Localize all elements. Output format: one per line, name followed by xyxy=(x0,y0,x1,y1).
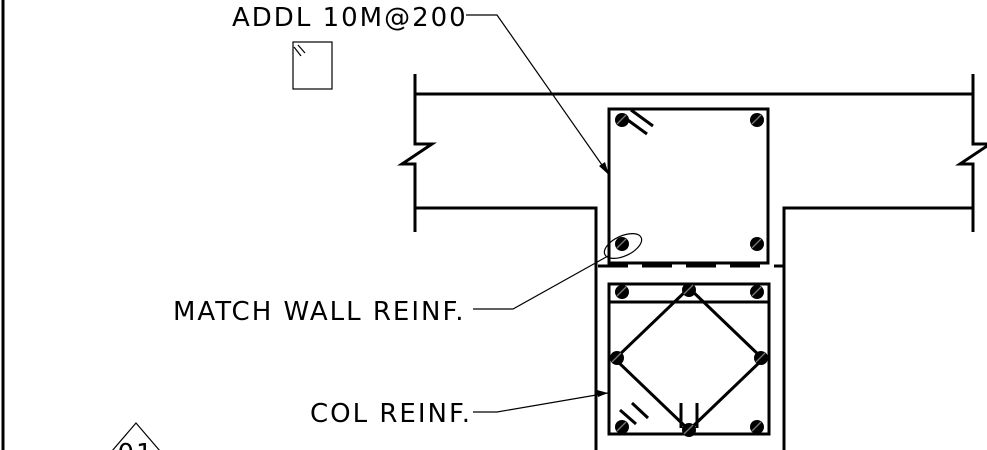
note-symbol xyxy=(292,41,333,90)
addl-reinf-label: ADDL 10M@200 xyxy=(232,3,468,33)
callout-ellipse xyxy=(603,233,643,259)
slab-break-left xyxy=(397,74,437,232)
col-reinf-leader xyxy=(473,392,609,413)
col-tie-outer xyxy=(607,282,771,436)
rebar-markers xyxy=(611,114,766,435)
addl-leader-arrow xyxy=(599,162,609,175)
slab-break-right xyxy=(955,74,987,232)
section-marker: 01 xyxy=(112,422,160,450)
upper-tie xyxy=(607,107,770,265)
match-wall-leader xyxy=(473,255,609,310)
rebar-dots xyxy=(610,113,768,437)
section-marker-label: 01 xyxy=(117,439,154,450)
wall-outline-right xyxy=(782,206,973,450)
match-wall-label: MATCH WALL REINF. xyxy=(173,297,466,327)
tie-hooks xyxy=(619,108,699,428)
wall-outline-left xyxy=(415,206,598,450)
col-reinf-label: COL REINF. xyxy=(310,399,472,429)
col-reinf-leader-arrow xyxy=(597,390,608,397)
addl-leader xyxy=(466,14,610,176)
